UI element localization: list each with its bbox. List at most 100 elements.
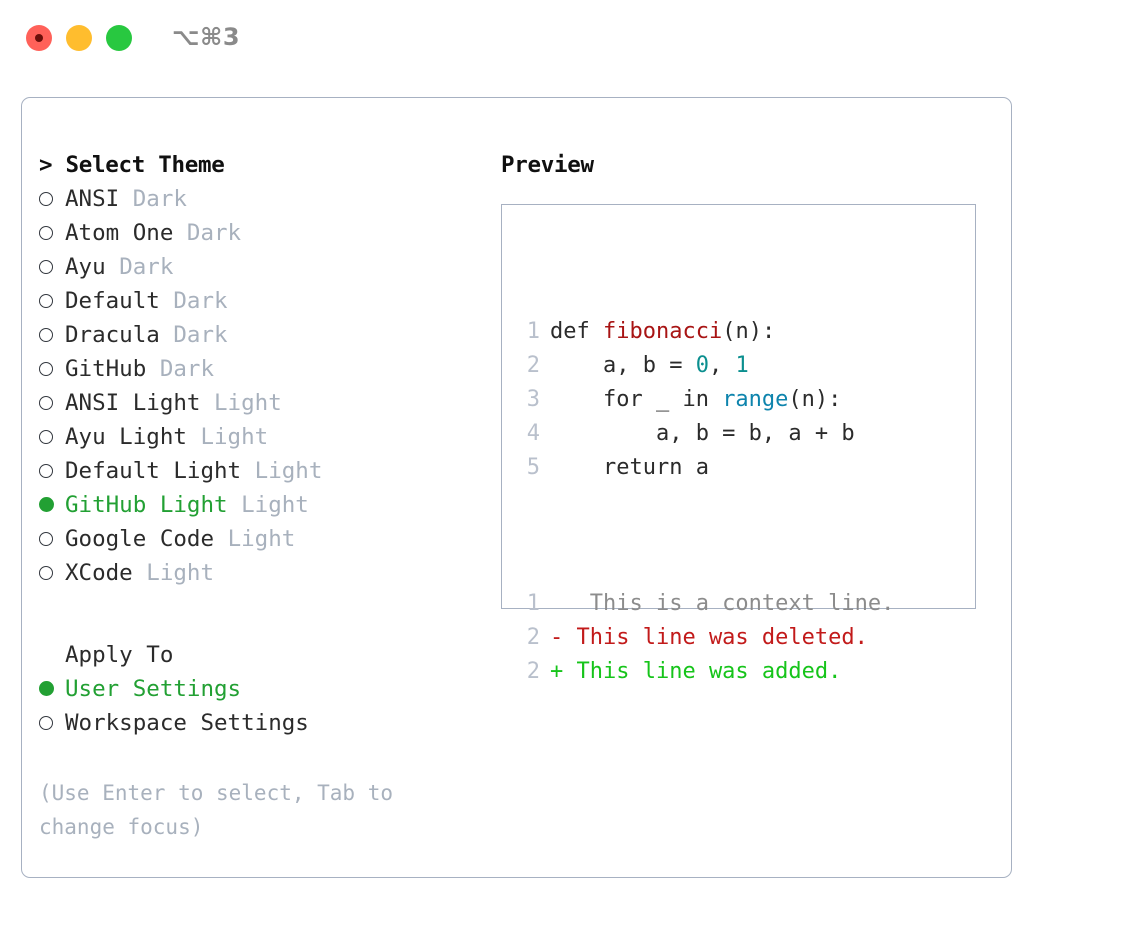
radio-unselected-icon: [39, 260, 53, 274]
minimize-button[interactable]: [66, 25, 92, 51]
theme-radio: [39, 454, 65, 488]
theme-radio: [39, 318, 65, 352]
theme-variant: Dark: [173, 288, 228, 314]
diff-line: 2- This line was deleted.: [518, 621, 894, 655]
line-number: 1: [526, 319, 540, 344]
radio-unselected-icon: [39, 328, 53, 342]
theme-variant: Light: [214, 390, 282, 416]
theme-name: GitHub: [65, 356, 160, 382]
apply-to-option[interactable]: User Settings: [39, 672, 479, 706]
shortcut-label: ⌥⌘3: [172, 23, 241, 51]
code-token: 0: [695, 353, 709, 378]
code-token: def: [550, 319, 603, 344]
theme-radio: [39, 182, 65, 216]
line-number: 3: [526, 387, 540, 412]
theme-radio: [39, 284, 65, 318]
theme-variant: Dark: [159, 356, 215, 382]
code-line: 2 a, b = 0, 1: [518, 349, 894, 383]
radio-unselected-icon: [39, 464, 53, 478]
theme-name: Atom One: [65, 220, 187, 246]
theme-option[interactable]: Atom One Dark: [39, 216, 479, 250]
radio-unselected-icon: [39, 532, 53, 546]
theme-variant: Dark: [119, 254, 174, 280]
code-token: 1: [735, 353, 749, 378]
theme-option[interactable]: ANSI Dark: [39, 182, 479, 216]
diff-line: 1 This is a context line.: [518, 587, 895, 621]
close-button[interactable]: [26, 25, 52, 51]
theme-name: Dracula: [65, 322, 174, 348]
theme-radio: [39, 250, 65, 284]
code-line: 4 a, b = b, a + b: [518, 417, 894, 451]
apply-to-label: User Settings: [65, 676, 242, 702]
radio-unselected-icon: [39, 294, 53, 308]
theme-name: Default: [65, 288, 174, 314]
code-token: range: [722, 387, 789, 412]
zoom-button[interactable]: [106, 25, 132, 51]
diff-text: This is a context line.: [550, 591, 895, 616]
apply-to-option[interactable]: Workspace Settings: [39, 706, 479, 740]
code-token: fibonacci: [602, 319, 723, 344]
theme-option[interactable]: GitHub Light Light: [39, 488, 479, 522]
theme-name: Ayu: [65, 254, 120, 280]
line-number: 4: [526, 421, 540, 446]
theme-option[interactable]: Dracula Dark: [39, 318, 479, 352]
apply-to-label: Workspace Settings: [65, 710, 309, 736]
line-number: 5: [526, 455, 540, 480]
radio-unselected-icon: [39, 362, 53, 376]
theme-radio: [39, 352, 65, 386]
theme-option[interactable]: GitHub Dark: [39, 352, 479, 386]
theme-variant: Light: [254, 458, 323, 484]
radio-unselected-icon: [39, 396, 53, 410]
radio-unselected-icon: [39, 566, 53, 580]
keyboard-hint: (Use Enter to select, Tab to change focu…: [39, 781, 394, 839]
code-token: return a: [550, 455, 709, 480]
radio-unselected-icon: [39, 192, 53, 206]
radio-unselected-icon: [39, 716, 53, 730]
diff-lines: 1 This is a context line.2- This line wa…: [518, 587, 895, 689]
apply-to-header: Apply To: [65, 642, 174, 668]
diff-text: + This line was added.: [550, 659, 842, 684]
theme-option[interactable]: Default Light Light: [39, 454, 479, 488]
theme-radio: [39, 420, 65, 454]
radio-selected-icon: [39, 497, 54, 512]
line-number: 1: [526, 591, 540, 616]
theme-name: Default Light: [65, 458, 255, 484]
theme-name: ANSI: [65, 186, 133, 212]
theme-option[interactable]: Ayu Dark: [39, 250, 479, 284]
title-bar: ⌥⌘3: [0, 0, 1140, 76]
code-token: for _ in: [550, 387, 723, 412]
theme-name: ANSI Light: [65, 390, 215, 416]
apply-to-radio: [39, 706, 65, 740]
select-theme-header: > Select Theme: [39, 152, 225, 178]
code-token: ,: [708, 353, 736, 378]
spacer: [39, 590, 479, 638]
code-line: 3 for _ in range(n):: [518, 383, 894, 417]
theme-option[interactable]: Ayu Light Light: [39, 420, 479, 454]
theme-option[interactable]: Default Dark: [39, 284, 479, 318]
theme-option[interactable]: XCode Light: [39, 556, 479, 590]
theme-variant: Dark: [132, 186, 187, 212]
theme-option[interactable]: ANSI Light Light: [39, 386, 479, 420]
code-token: (n):: [788, 387, 842, 412]
theme-name: Google Code: [65, 526, 228, 552]
theme-variant: Light: [241, 492, 309, 518]
radio-unselected-icon: [39, 430, 53, 444]
theme-name: Ayu Light: [65, 424, 201, 450]
theme-option[interactable]: Google Code Light: [39, 522, 479, 556]
theme-name: GitHub Light: [65, 492, 242, 518]
line-number: 2: [526, 625, 540, 650]
code-token: a, b =: [550, 353, 696, 378]
diff-line: 2+ This line was added.: [518, 655, 894, 689]
preview-title: Preview: [501, 152, 594, 178]
theme-radio: [39, 556, 65, 590]
theme-variant: Light: [227, 526, 296, 552]
